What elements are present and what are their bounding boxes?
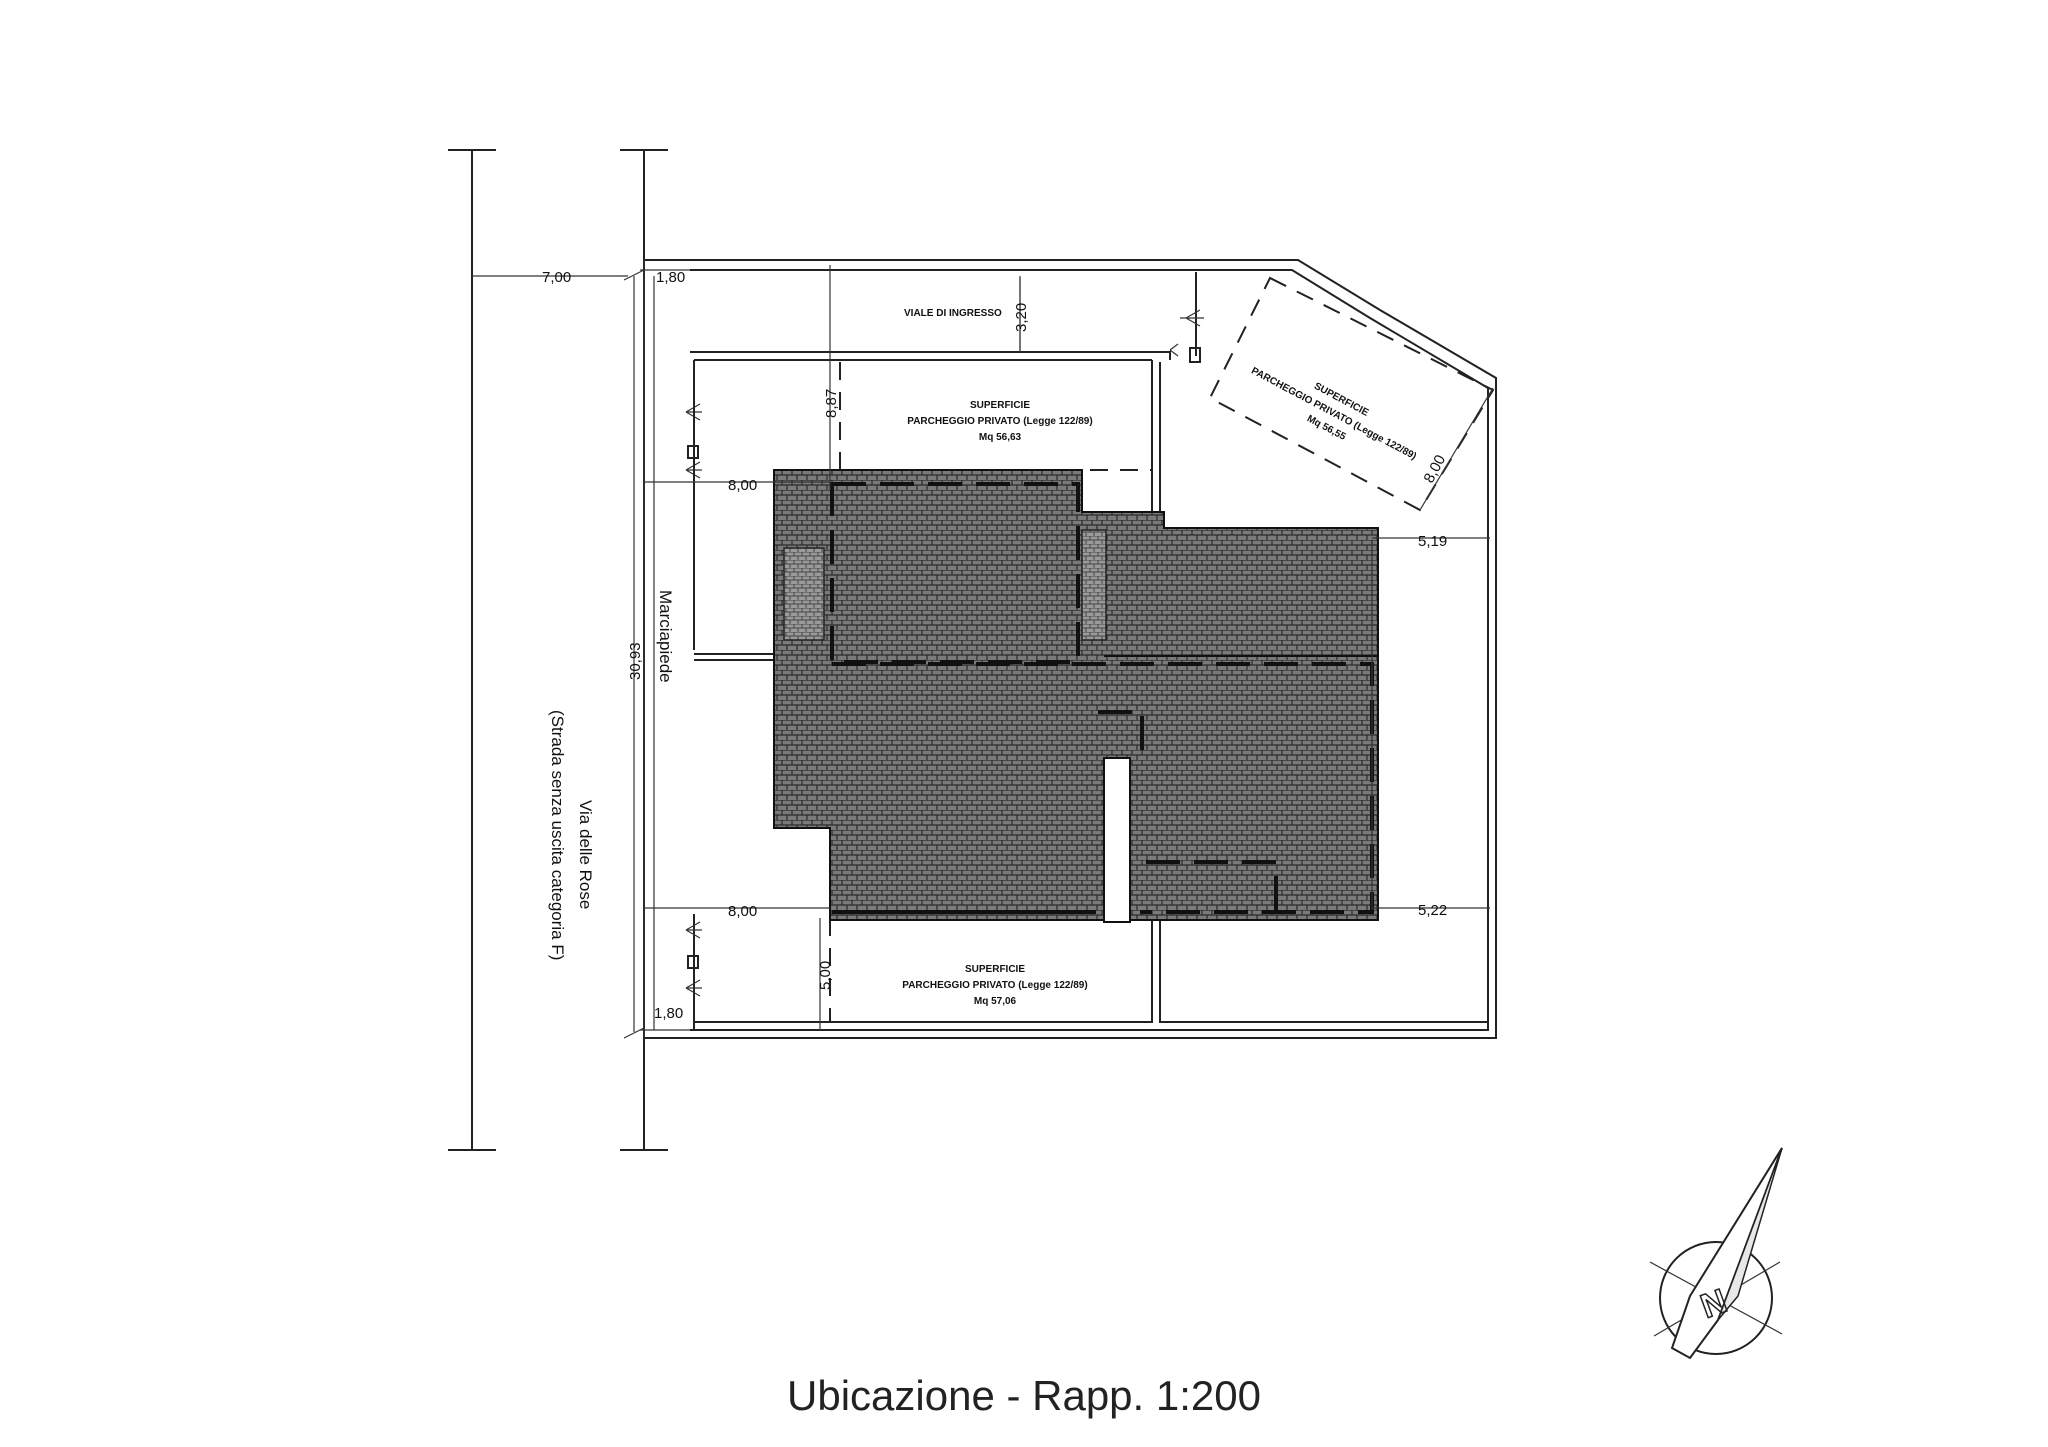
label-parking-top: SUPERFICIE PARCHEGGIO PRIVATO (Legge 122… [907, 400, 1092, 443]
dim-total-length: 30,93 [627, 642, 644, 680]
label-sidewalk: Marciapiede [656, 590, 675, 683]
dim-bottom-depth: 5,00 [817, 961, 834, 990]
svg-text:Mq 56,63: Mq 56,63 [979, 432, 1022, 443]
svg-text:PARCHEGGIO PRIVATO (Legge 122/: PARCHEGGIO PRIVATO (Legge 122/89) [907, 416, 1092, 427]
dim-right-lower: 5,22 [1418, 902, 1447, 919]
svg-text:SUPERFICIE: SUPERFICIE [965, 964, 1025, 975]
dim-left-lower: 8,00 [728, 903, 757, 920]
dim-street-width: 7,00 [542, 269, 571, 286]
entrance-drive [690, 272, 1201, 363]
dim-front-depth: 8,87 [823, 389, 840, 418]
svg-text:Mq 57,06: Mq 57,06 [974, 996, 1017, 1007]
label-street-note: (Strada senza uscita categoria F) [548, 710, 567, 960]
label-street-name: Via delle Rose [576, 800, 595, 909]
dim-bottom-setback: 1,80 [654, 1005, 683, 1022]
drawing-caption: Ubicazione - Rapp. 1:200 [787, 1372, 1261, 1419]
dim-right-upper: 5,19 [1418, 533, 1447, 550]
dimension-lines [640, 265, 1494, 1031]
dim-drive-width: 3,20 [1013, 303, 1030, 332]
svg-text:PARCHEGGIO PRIVATO (Legge 122/: PARCHEGGIO PRIVATO (Legge 122/89) [1249, 366, 1418, 463]
lot-divisions [693, 360, 1488, 1023]
dim-left-upper: 8,00 [728, 477, 757, 494]
label-parking-bottom: SUPERFICIE PARCHEGGIO PRIVATO (Legge 122… [902, 964, 1087, 1007]
building-roof [773, 469, 1379, 923]
north-arrow-icon: N [1649, 1147, 1783, 1360]
svg-text:SUPERFICIE: SUPERFICIE [970, 400, 1030, 411]
dim-top-setback: 1,80 [656, 269, 685, 286]
label-entrance-drive: VIALE DI INGRESSO [904, 308, 1002, 319]
label-parking-right: SUPERFICIE PARCHEGGIO PRIVATO (Legge 122… [1249, 366, 1418, 463]
svg-text:PARCHEGGIO PRIVATO (Legge 122/: PARCHEGGIO PRIVATO (Legge 122/89) [902, 980, 1087, 991]
